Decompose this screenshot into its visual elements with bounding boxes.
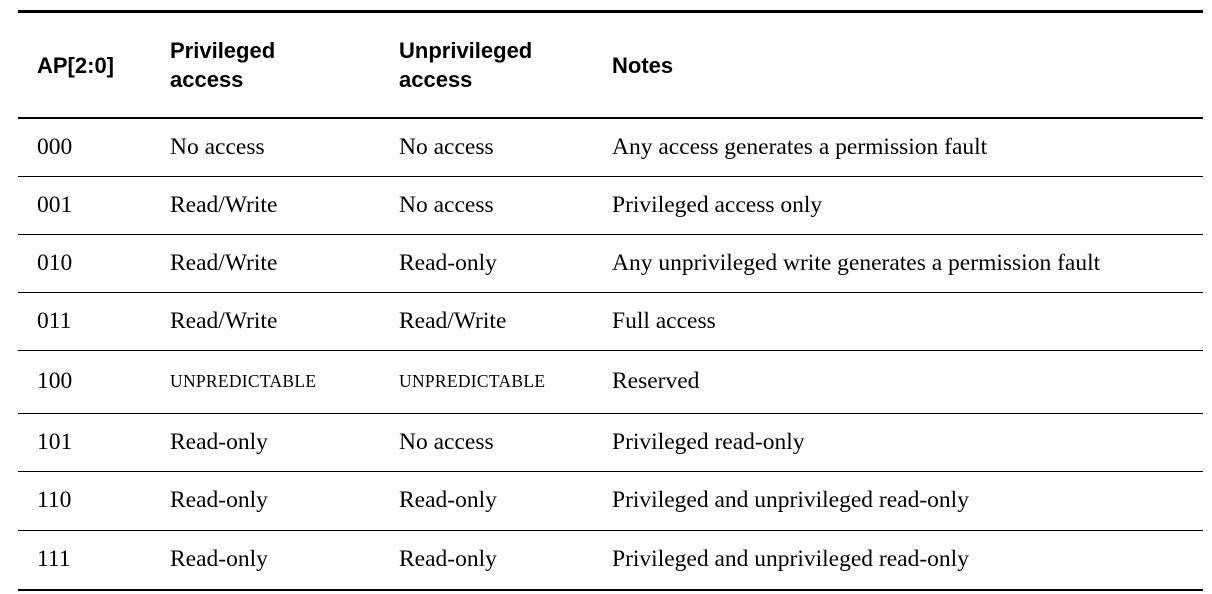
privileged-access-cell: Read-only [151,530,380,590]
notes-cell: Any access generates a permission fault [593,117,1203,177]
access-permissions-table: AP[2:0] Privileged access Unprivileged a… [18,10,1203,591]
ap-cell: 111 [18,530,151,590]
column-header-unprivileged-access: Unprivileged access [380,11,593,119]
unprivileged-access-cell: No access [380,413,593,472]
unprivileged-access-cell: No access [380,176,593,235]
column-header-notes: Notes [593,11,1203,119]
ap-cell: 011 [18,292,151,351]
privileged-access-cell: No access [151,117,380,177]
unprivileged-access-cell: Read-only [380,471,593,531]
privileged-access-cell: Read-only [151,471,380,531]
ap-cell: 010 [18,234,151,293]
header-row: AP[2:0] Privileged access Unprivileged a… [18,11,1203,119]
column-header-unprivileged-access-label: Unprivileged access [399,38,533,92]
ap-cell: 100 [18,350,151,414]
ap-cell: 101 [18,413,151,472]
table-row-000: 000 No access No access Any access gener… [18,117,1203,177]
privileged-access-cell: UNPREDICTABLE [151,350,380,414]
table-body: 000 No access No access Any access gener… [18,117,1203,590]
column-header-ap-label: AP[2:0] [37,52,115,78]
notes-cell: Reserved [593,350,1203,414]
notes-cell: Privileged and unprivileged read-only [593,530,1203,590]
table-row-100: 100 UNPREDICTABLE UNPREDICTABLE Reserved [18,350,1203,414]
privileged-access-cell: Read-only [151,413,380,472]
table-row-110: 110 Read-only Read-only Privileged and u… [18,471,1203,531]
unprivileged-access-cell: Read/Write [380,292,593,351]
ap-cell: 110 [18,471,151,531]
privileged-access-cell: Read/Write [151,292,380,351]
notes-cell: Privileged access only [593,176,1203,235]
table-row-001: 001 Read/Write No access Privileged acce… [18,176,1203,235]
unprivileged-access-cell: Read-only [380,530,593,590]
unprivileged-access-cell: No access [380,117,593,177]
table-row-011: 011 Read/Write Read/Write Full access [18,292,1203,351]
column-header-ap: AP[2:0] [18,11,151,119]
table-row-111: 111 Read-only Read-only Privileged and u… [18,530,1203,590]
notes-cell: Privileged and unprivileged read-only [593,471,1203,531]
table-row-010: 010 Read/Write Read-only Any unprivilege… [18,234,1203,293]
privileged-access-cell: Read/Write [151,176,380,235]
table-row-101: 101 Read-only No access Privileged read-… [18,413,1203,472]
notes-cell: Privileged read-only [593,413,1203,472]
notes-cell: Any unprivileged write generates a permi… [593,234,1203,293]
column-header-privileged-access: Privileged access [151,11,380,119]
ap-cell: 000 [18,117,151,177]
column-header-privileged-access-label: Privileged access [170,38,276,92]
column-header-notes-label: Notes [612,52,674,78]
unprivileged-access-cell: UNPREDICTABLE [380,350,593,414]
notes-cell: Full access [593,292,1203,351]
privileged-access-cell: Read/Write [151,234,380,293]
ap-cell: 001 [18,176,151,235]
unprivileged-access-cell: Read-only [380,234,593,293]
table-header: AP[2:0] Privileged access Unprivileged a… [18,11,1203,119]
